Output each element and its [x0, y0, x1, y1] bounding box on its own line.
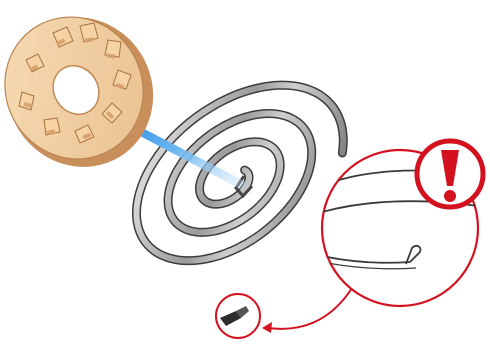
callout-link-arrow	[268, 288, 352, 329]
warning-exclamation-icon	[417, 141, 483, 207]
spring-outer-end-hook	[220, 306, 249, 326]
